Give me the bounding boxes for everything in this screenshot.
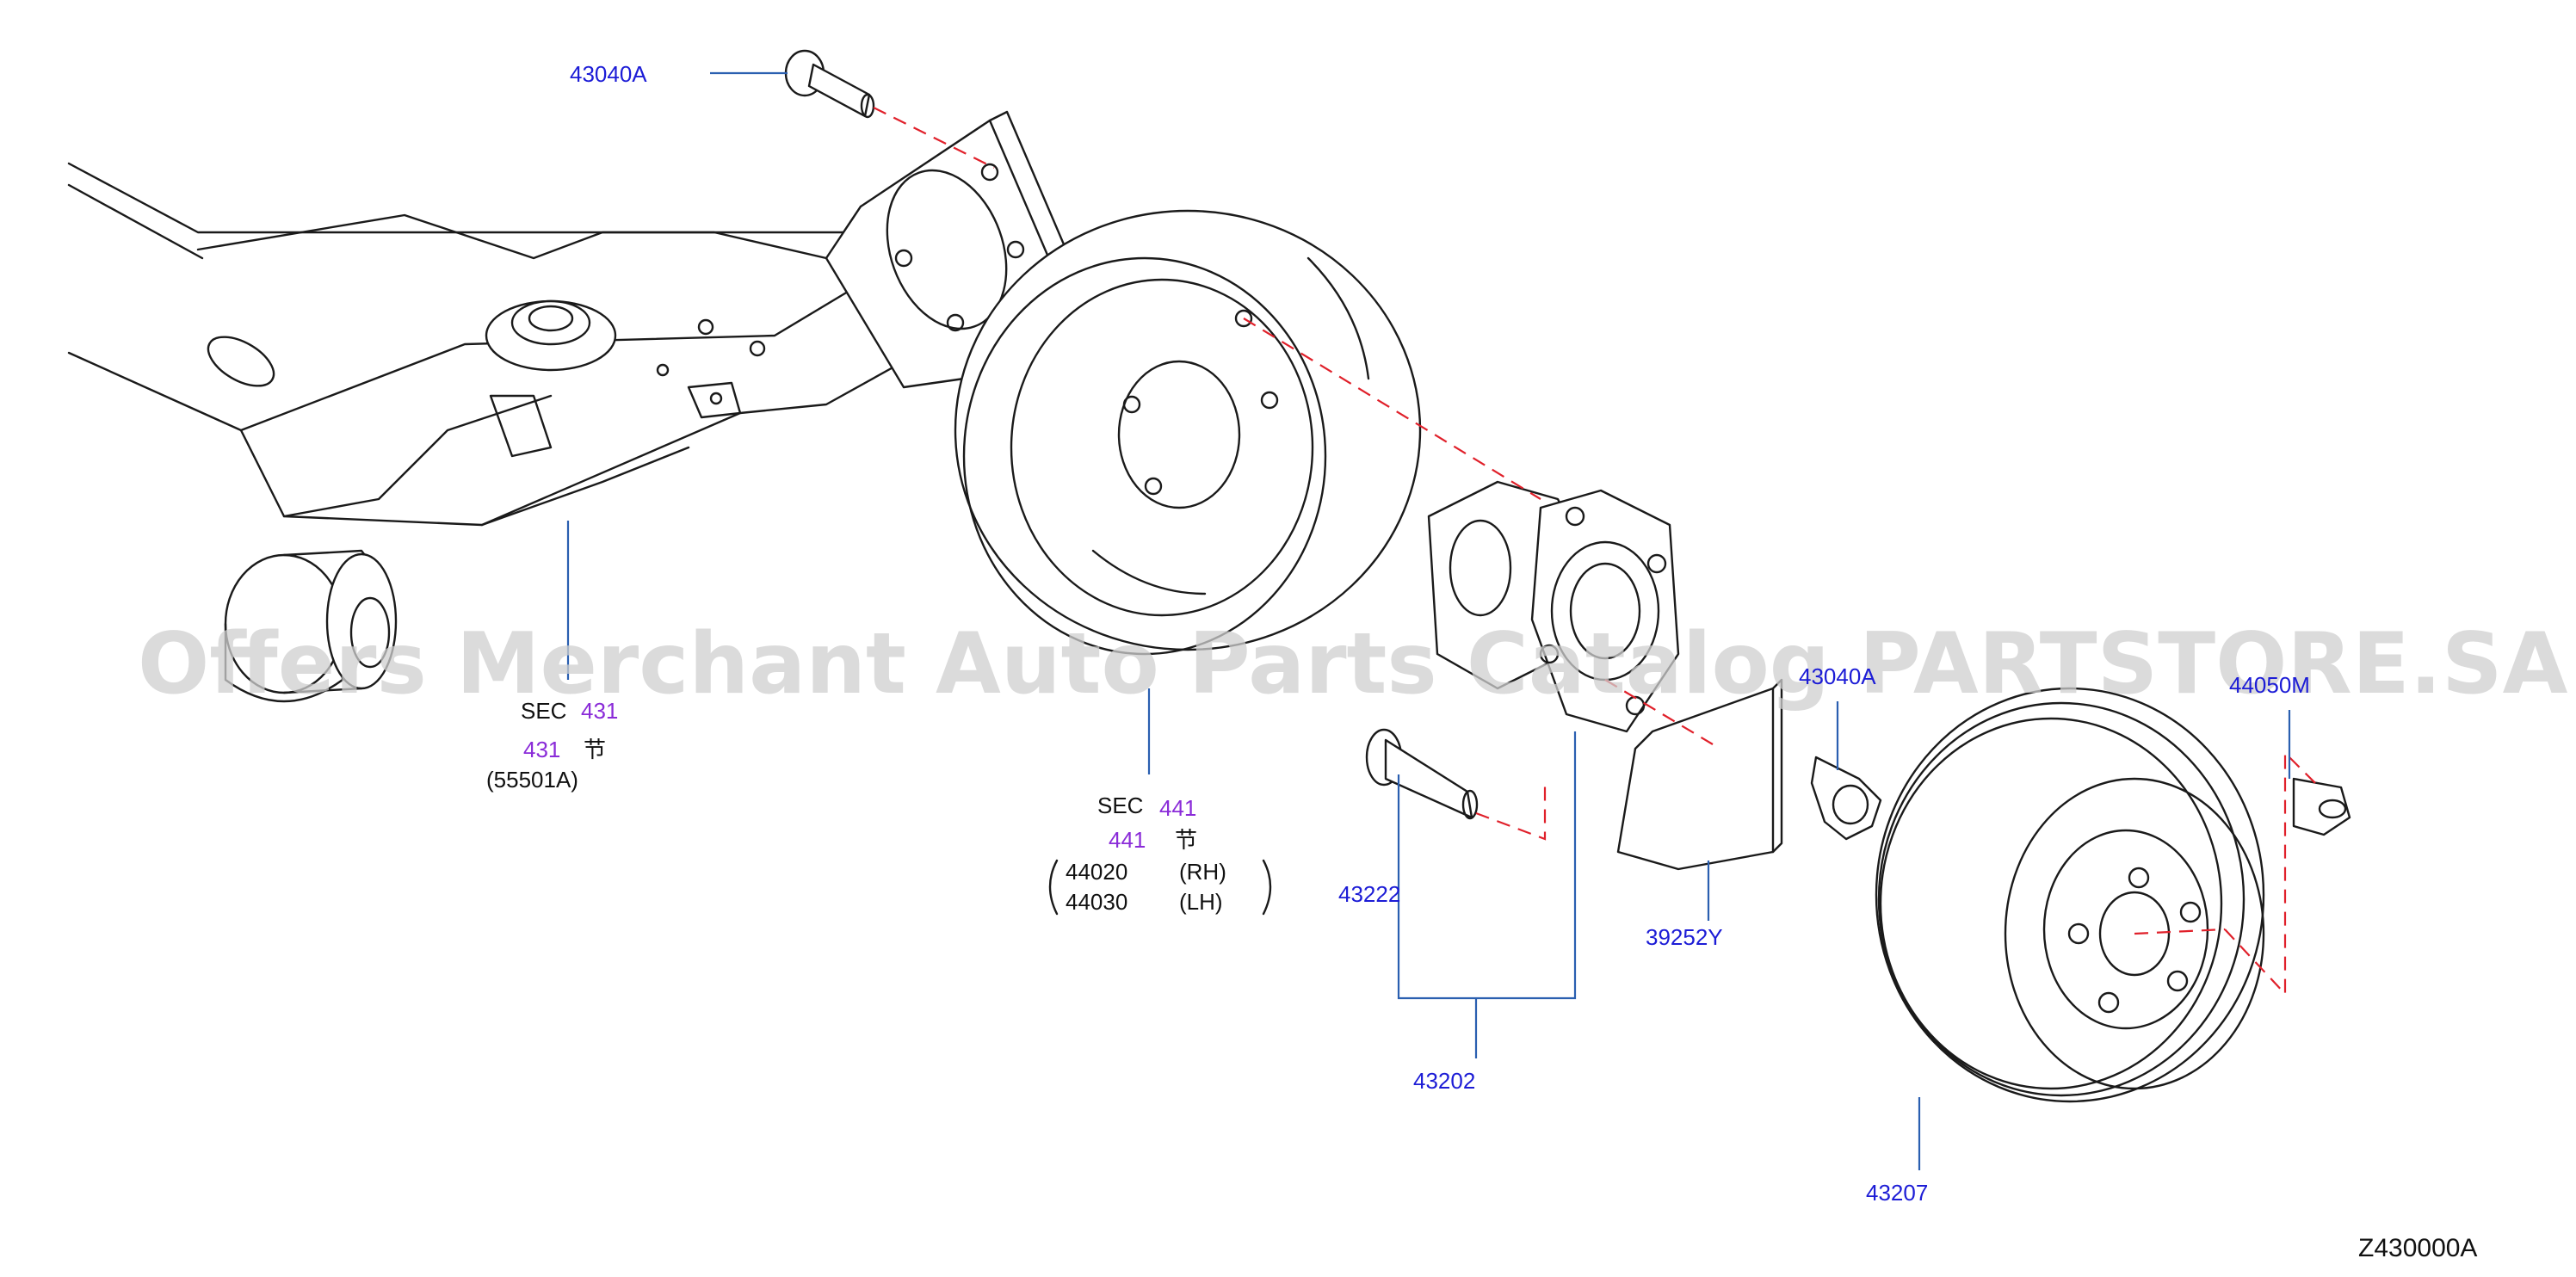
sec-441-lh-code: 44030 (1066, 889, 1127, 915)
sec-441-number[interactable]: 441 (1159, 795, 1196, 821)
rear-axle-beam (67, 110, 1086, 703)
callout-43040a-bolt[interactable]: 43040A (570, 61, 647, 87)
sec-431-number[interactable]: 431 (581, 698, 618, 724)
callout-39252y-shield[interactable]: 39252Y (1646, 924, 1723, 950)
assembly-centerlines (873, 107, 2320, 996)
right-paren (1262, 859, 1272, 916)
callout-43207-rotor[interactable]: 43207 (1866, 1180, 1928, 1206)
hex-nut (1810, 756, 1882, 841)
hub-bearing-assembly (1427, 480, 1680, 733)
sec-431-reference[interactable]: SEC 431 431 节 (55501A) (486, 698, 618, 793)
hub-bolt (1365, 728, 1479, 820)
callout-44050m-cap[interactable]: 44050M (2229, 672, 2310, 698)
splash-shield (1616, 678, 1783, 871)
leader-lines (566, 71, 2291, 1170)
sec-431-sub-number[interactable]: 431 (523, 737, 560, 762)
disc-rotor (1875, 687, 2265, 1103)
callout-43222-hub-bolt[interactable]: 43222 (1338, 881, 1400, 907)
sec-431-glyph: 节 (584, 737, 606, 762)
sec-441-reference[interactable]: SEC 441 441 节 44020 (RH) 44030 (LH) (1048, 793, 1272, 916)
sec-441-sub-number[interactable]: 441 (1109, 827, 1146, 853)
sec-441-rh-label: (RH) (1179, 859, 1226, 885)
diagram-code: Z430000A (2358, 1234, 2477, 1262)
sec-431-prefix: SEC (521, 698, 566, 724)
sec-441-rh-code: 44020 (1066, 859, 1127, 885)
brake-drum (954, 209, 1422, 656)
sec-431-ref-code: (55501A) (486, 767, 578, 793)
flange-bolt (784, 49, 875, 119)
callout-43202-hub-assembly[interactable]: 43202 (1413, 1068, 1475, 1094)
callout-43040a-nut[interactable]: 43040A (1799, 663, 1876, 689)
watermark-text: Offers Merchant Auto Parts Catalog PARTS… (138, 615, 2568, 713)
hub-cap (2292, 777, 2351, 836)
left-paren (1048, 859, 1059, 916)
sec-441-lh-label: (LH) (1179, 889, 1223, 915)
sec-441-prefix: SEC (1097, 793, 1143, 818)
sec-441-glyph: 节 (1175, 827, 1197, 853)
